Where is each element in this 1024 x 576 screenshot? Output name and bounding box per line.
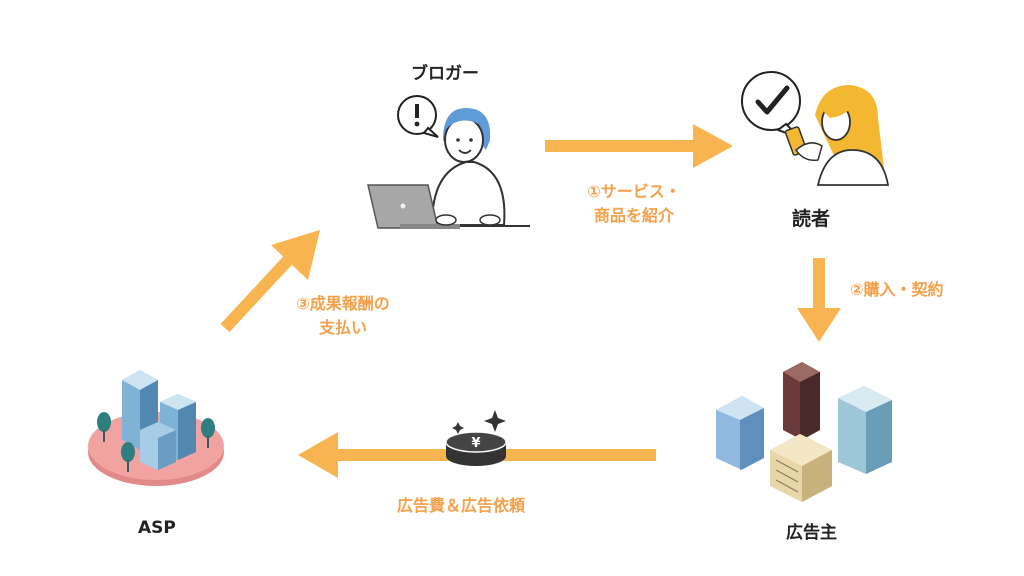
step2-label: ②購入・契約 bbox=[850, 280, 944, 299]
step3-label: ③成果報酬の 支払い bbox=[283, 292, 403, 340]
blogger-illustration bbox=[367, 95, 530, 229]
step4-label: 広告費＆広告依頼 bbox=[397, 496, 526, 515]
step1-line1: ①サービス・ bbox=[587, 182, 681, 201]
blogger-label: ブロガー bbox=[411, 64, 479, 84]
arrow-asp-to-blogger bbox=[220, 230, 320, 333]
coin-symbol: ¥ bbox=[471, 436, 480, 451]
asp-buildings-illustration bbox=[88, 370, 224, 486]
exclamation-bubble-icon bbox=[397, 95, 439, 138]
step1-line2: 商品を紹介 bbox=[593, 206, 674, 225]
advertiser-buildings-illustration bbox=[716, 362, 892, 502]
step1-label: ①サービス・ 商品を紹介 bbox=[572, 180, 696, 228]
reader-label: 読者 bbox=[792, 208, 831, 230]
arrow-blogger-to-reader bbox=[545, 124, 733, 168]
advertiser-label: 広告主 bbox=[786, 523, 837, 543]
step3-line1: ③成果報酬の bbox=[296, 294, 390, 313]
reader-illustration bbox=[741, 71, 890, 186]
asp-label: ASP bbox=[138, 518, 176, 538]
arrow-reader-to-advertiser bbox=[797, 258, 841, 342]
step3-line2: 支払い bbox=[318, 318, 367, 337]
yen-coin-icon: ¥ bbox=[445, 410, 507, 466]
